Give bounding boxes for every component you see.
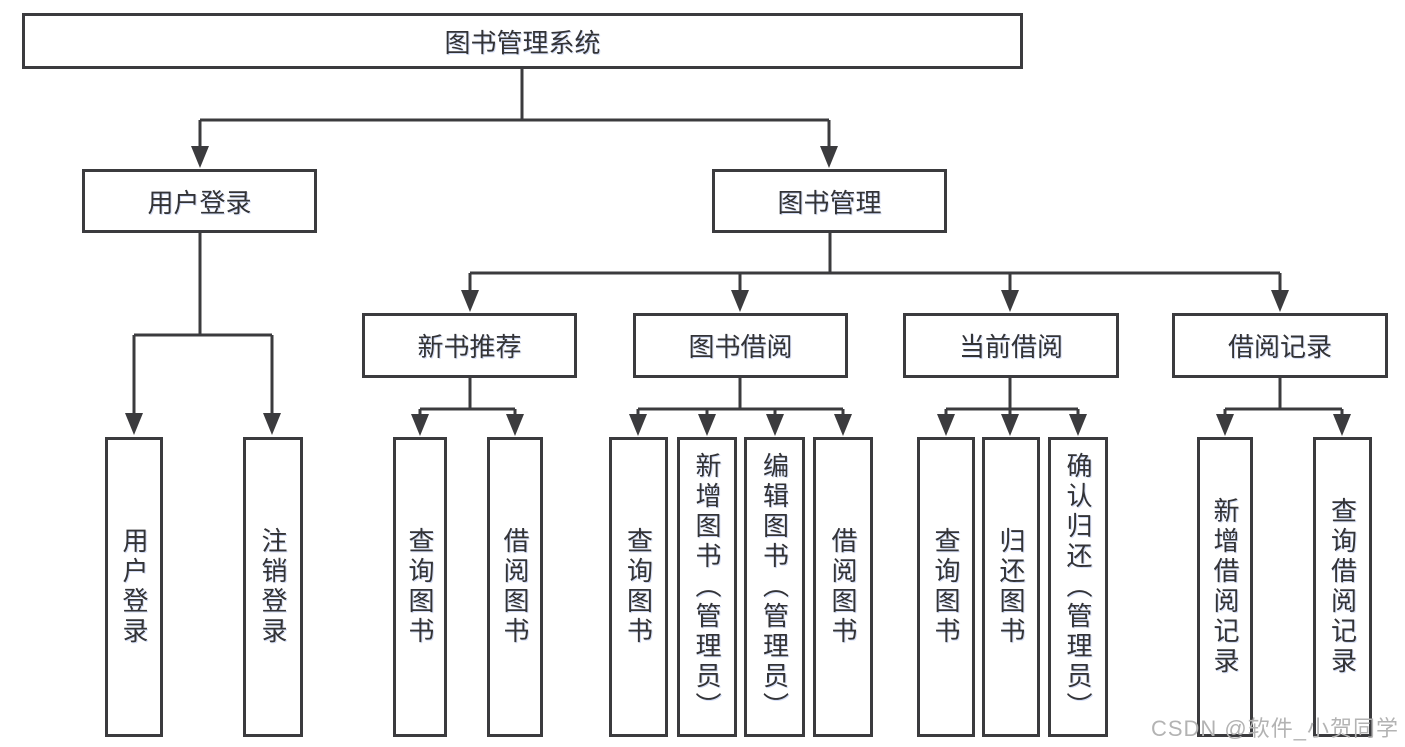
leaf-query-book-2-label: 查询图书 (623, 527, 654, 647)
leaf-borrow-book-1: 借阅图书 (487, 437, 543, 737)
connector-book-mgmt (468, 233, 1282, 291)
leaf-query-book-1-label: 查询图书 (405, 527, 435, 647)
leaf-logout-label: 注销登录 (258, 527, 288, 647)
leaf-borrow-book-1-label: 借阅图书 (500, 527, 530, 647)
node-borrow-record-label: 借阅记录 (1227, 332, 1332, 362)
arrow-down-icon (937, 414, 955, 436)
arrow-down-icon (629, 414, 647, 436)
leaf-logout: 注销登录 (243, 437, 303, 737)
leaf-add-book-admin-label: 新增图书（管理员） (692, 452, 722, 722)
leaf-add-book-admin: 新增图书（管理员） (677, 437, 737, 737)
node-borrow-record: 借阅记录 (1172, 313, 1388, 378)
connector-current-borrow (944, 378, 1080, 415)
node-book-borrow-label: 图书借阅 (688, 332, 793, 362)
arrow-down-icon (820, 146, 838, 168)
leaf-return-book-label: 归还图书 (996, 527, 1026, 647)
leaf-confirm-return-admin: 确认归还（管理员） (1048, 437, 1108, 737)
node-current-borrow: 当前借阅 (903, 313, 1119, 378)
node-user-login: 用户登录 (82, 169, 317, 233)
leaf-user-login: 用户登录 (105, 437, 163, 737)
arrow-down-icon (506, 414, 524, 436)
leaf-edit-book-admin: 编辑图书（管理员） (744, 437, 805, 737)
arrow-down-icon (766, 414, 784, 436)
node-current-borrow-label: 当前借阅 (958, 332, 1063, 362)
connector-user-login (132, 233, 274, 414)
node-user-login-label: 用户登录 (147, 187, 252, 218)
csdn-watermark: CSDN @软件_小贺同学 (1150, 716, 1399, 741)
arrow-down-icon (731, 290, 749, 312)
leaf-edit-book-admin-label: 编辑图书（管理员） (759, 452, 790, 722)
leaf-borrow-book-2-label: 借阅图书 (828, 527, 858, 647)
connector-new-book (418, 378, 517, 415)
leaf-query-borrow-record-label: 查询借阅记录 (1327, 497, 1358, 677)
node-root-label: 图书管理系统 (444, 27, 601, 58)
leaf-query-borrow-record: 查询借阅记录 (1313, 437, 1372, 737)
node-book-management: 图书管理 (712, 169, 947, 233)
leaf-borrow-book-2: 借阅图书 (813, 437, 873, 737)
arrow-down-icon (1001, 290, 1019, 312)
node-book-borrow: 图书借阅 (633, 313, 848, 378)
leaf-query-book-1: 查询图书 (393, 437, 447, 737)
node-new-book-recommend: 新书推荐 (362, 313, 577, 378)
leaf-add-borrow-record-label: 新增借阅记录 (1210, 497, 1240, 677)
leaf-confirm-return-admin-label: 确认归还（管理员） (1063, 452, 1093, 722)
leaf-query-book-2: 查询图书 (609, 437, 668, 737)
arrow-down-icon (1216, 414, 1234, 436)
arrow-down-icon (1069, 414, 1087, 436)
connector-book-borrow (636, 378, 845, 415)
leaf-add-borrow-record: 新增借阅记录 (1197, 437, 1253, 737)
connector-borrow-record (1223, 378, 1344, 415)
arrow-down-icon (1271, 290, 1289, 312)
arrow-down-icon (1001, 414, 1019, 436)
arrow-down-icon (191, 146, 209, 168)
node-book-management-label: 图书管理 (777, 187, 882, 218)
arrow-down-icon (834, 414, 852, 436)
leaf-user-login-label: 用户登录 (119, 527, 149, 647)
node-new-book-recommend-label: 新书推荐 (417, 332, 522, 362)
leaf-return-book: 归还图书 (982, 437, 1040, 737)
arrow-down-icon (461, 290, 479, 312)
connector-root (198, 69, 831, 149)
arrow-down-icon (125, 413, 143, 435)
node-root: 图书管理系统 (22, 13, 1023, 69)
arrow-down-icon (263, 413, 281, 435)
leaf-query-book-3: 查询图书 (917, 437, 975, 737)
arrow-down-icon (698, 414, 716, 436)
arrow-down-icon (411, 414, 429, 436)
arrow-down-icon (1333, 414, 1351, 436)
leaf-query-book-3-label: 查询图书 (931, 527, 961, 647)
